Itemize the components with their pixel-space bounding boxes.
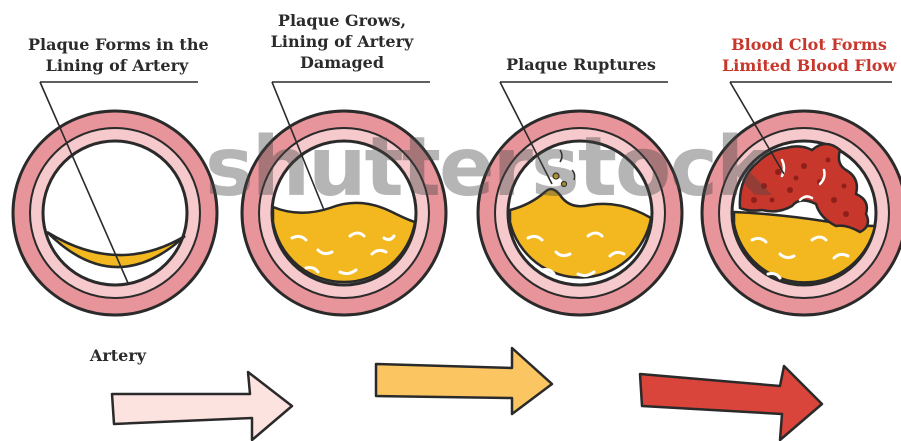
artery-label: Artery bbox=[68, 345, 168, 366]
artery-cross-section-1 bbox=[13, 82, 217, 315]
artery-cross-section-2 bbox=[242, 82, 446, 315]
stage-label-plaque-grows: Plaque Grows, Lining of Artery Damaged bbox=[262, 10, 422, 73]
progress-arrow-1 bbox=[112, 372, 292, 440]
stage-label-plaque-ruptures: Plaque Ruptures bbox=[498, 54, 664, 75]
progress-arrow-2 bbox=[376, 348, 552, 414]
artery-cross-section-3 bbox=[478, 82, 682, 315]
progress-arrow-3 bbox=[640, 366, 822, 440]
stage-label-blood-clot: Blood Clot Forms Limited Blood Flow bbox=[722, 34, 896, 76]
stage-label-plaque-forms: Plaque Forms in the Lining of Artery bbox=[28, 34, 206, 76]
artery-cross-section-4 bbox=[702, 82, 901, 315]
